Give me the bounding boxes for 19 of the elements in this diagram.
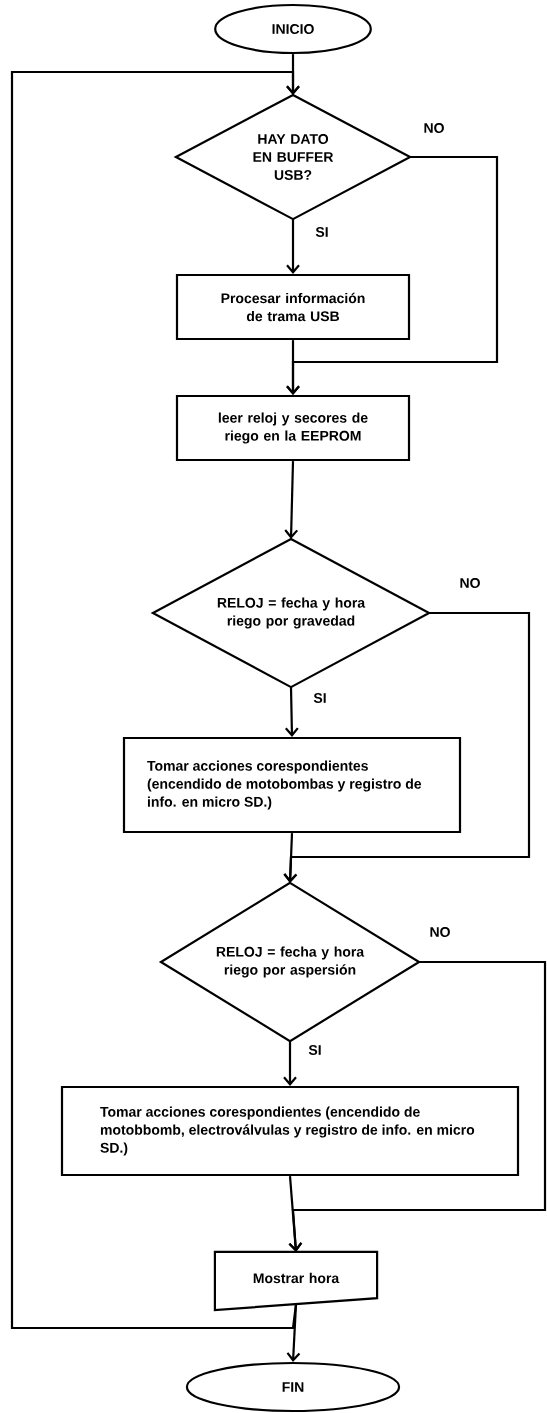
arrow xyxy=(284,461,299,539)
arrow xyxy=(285,687,299,737)
process-box: Tomar acciones corespondientes (encendido de motobbomb, electroválvulas y registro de info. en micro SD.) xyxy=(60,1085,520,1177)
edge-label: SI xyxy=(307,1044,323,1056)
arrow xyxy=(283,1041,297,1086)
arrow xyxy=(10,70,300,1330)
arrow xyxy=(286,340,300,395)
edge-label: NO xyxy=(428,926,452,938)
edge-label: SI xyxy=(314,226,330,238)
edge-label: SI xyxy=(312,692,328,704)
input-box: Mostrar hora xyxy=(213,1250,379,1312)
edge-label: NO xyxy=(458,577,482,589)
process-box: leer reloj y secores de riego en la EEPROM xyxy=(175,394,411,462)
arrow xyxy=(286,219,300,274)
arrow xyxy=(288,1176,303,1252)
arrow xyxy=(283,833,298,883)
process-box: Procesar información de trama USB xyxy=(175,273,411,341)
edge-label: NO xyxy=(422,122,446,134)
process-box: Tomar acciones corespondientes (encendido de motobombas y registro de info. en micro SD.) xyxy=(122,736,462,834)
